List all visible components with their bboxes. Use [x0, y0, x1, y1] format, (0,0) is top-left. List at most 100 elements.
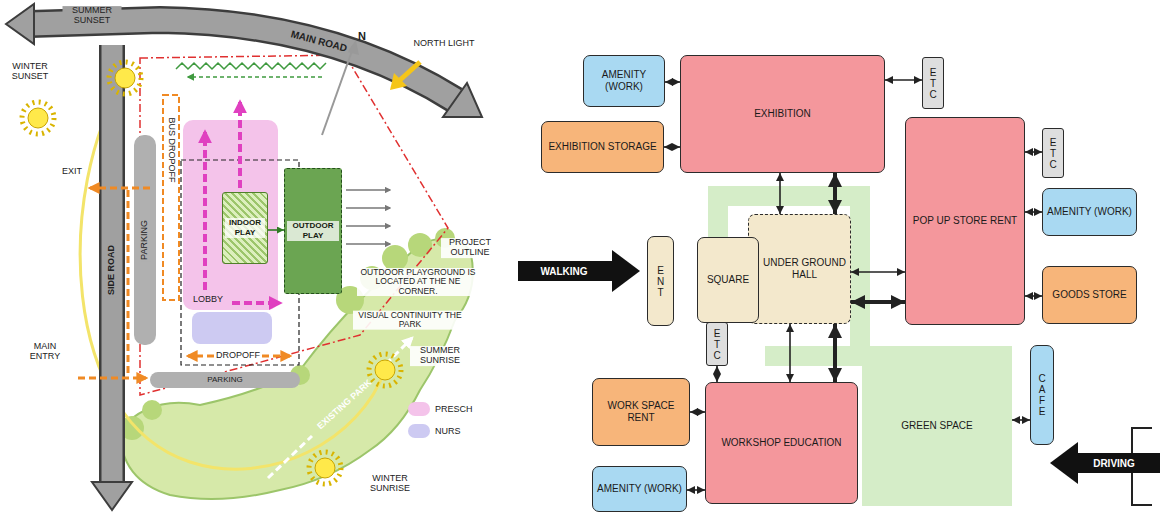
- approach-label: DRIVING: [1091, 458, 1137, 469]
- play-zone: INDOOR PLAY: [222, 192, 268, 264]
- access-label: DROPOFF: [214, 351, 262, 361]
- legend-swatch: [408, 402, 430, 416]
- legend: PRESCH NURS: [408, 402, 473, 438]
- parking-label: PARKING: [205, 376, 244, 385]
- amenity-box: AMENITY (WORK): [592, 466, 687, 512]
- square-box: SQUARE: [697, 237, 759, 323]
- note-label: VISUAL CONTINUITY THE PARK: [353, 311, 467, 330]
- view-arrows: [346, 190, 390, 244]
- note-label: PROJECT OUTLINE: [441, 238, 499, 258]
- connector-arrow: [716, 366, 718, 382]
- walking-arrow: [518, 250, 640, 292]
- node-text: WORK SPACE RENT: [597, 400, 685, 424]
- node-text: WORKSHOP EDUCATION: [721, 437, 841, 449]
- sun-symbol: [369, 354, 401, 386]
- node-text: ETC: [1048, 137, 1058, 170]
- legend-swatch: [408, 424, 430, 438]
- legend-text: PRESCH: [435, 404, 473, 414]
- entrance-box: ENT: [647, 236, 674, 326]
- sun-label: SUMMER SUNRISE: [410, 346, 470, 366]
- sun-symbol: [309, 452, 341, 484]
- parking-label: PARKING: [140, 218, 150, 262]
- connector-arrow: [885, 79, 922, 81]
- amenity-box: AMENITY (WORK): [1042, 188, 1137, 236]
- connector-arrow: [1012, 419, 1030, 421]
- node-text: SQUARE: [707, 274, 749, 286]
- connector-arrow: [789, 324, 791, 382]
- approach-label: WALKING: [538, 266, 589, 277]
- node-text: UNDER GROUND HALL: [763, 257, 846, 281]
- access-label: EXIT: [60, 167, 84, 177]
- dropoff-outline: [181, 160, 299, 365]
- circulation-arrows: [205, 102, 280, 303]
- hedge-arrow: [188, 76, 322, 78]
- sun-path: [80, 78, 385, 469]
- driving-arrow: [1050, 428, 1160, 505]
- orange-route: [78, 188, 290, 378]
- legend-item: NURS: [408, 424, 473, 438]
- side-road: [92, 45, 132, 510]
- connector-arrow: [268, 229, 284, 231]
- bus-dropoff-lane: [163, 95, 179, 300]
- connector-arrow: [851, 300, 905, 304]
- sun-symbol: [109, 62, 141, 94]
- preschool-area: [183, 120, 278, 310]
- node-text: AMENITY (WORK): [1047, 206, 1132, 218]
- note-label: NORTH LIGHT: [412, 39, 477, 49]
- node-text: GOODS STORE: [1052, 289, 1126, 301]
- connector-arrow: [665, 81, 680, 83]
- node-text: EXHIBITION STORAGE: [548, 141, 656, 153]
- play-zone: OUTDOOR PLAY: [284, 168, 342, 294]
- program-box: EXHIBITION: [680, 55, 885, 173]
- connector-arrow: [1025, 211, 1042, 213]
- road-label: SIDE ROAD: [107, 243, 117, 297]
- support-box: WORK SPACE RENT: [592, 378, 690, 446]
- connector-arrow: [687, 489, 705, 491]
- etc-box: ETC: [922, 57, 944, 109]
- connector-arrow: [779, 173, 781, 214]
- north-light-arrow: [390, 62, 420, 90]
- node-text: ETC: [712, 328, 722, 361]
- connector-arrow: [833, 324, 837, 382]
- program-box: POP UP STORE RENT: [905, 117, 1025, 325]
- note-label: OUTDOOR PLAYGROUND IS LOCATED AT THE NE …: [357, 268, 479, 296]
- connector-arrow: [833, 173, 837, 214]
- legend-item: PRESCH: [408, 402, 473, 416]
- parking-strip: [150, 372, 300, 388]
- nursery-area: [192, 312, 272, 344]
- connector-arrow: [1025, 151, 1042, 153]
- node-text: POP UP STORE RENT: [913, 215, 1017, 227]
- etc-box: ETC: [706, 322, 728, 366]
- parking-strip: [134, 135, 156, 345]
- sun-label: WINTER SUNRISE: [358, 474, 422, 494]
- hedge-line: [176, 63, 326, 69]
- connector-arrow: [690, 411, 705, 413]
- program-box: WORKSHOP EDUCATION: [705, 382, 858, 504]
- access-label: BUS DROPOFF: [166, 115, 176, 184]
- support-box: EXHIBITION STORAGE: [541, 121, 664, 173]
- node-text: ENT: [656, 265, 666, 298]
- main-road: [6, 4, 482, 117]
- zone-label: LOBBY: [191, 295, 225, 305]
- connector-arrow: [1025, 295, 1042, 297]
- node-text: CAFE: [1037, 373, 1047, 417]
- sun-label: SUMMER SUNSET: [63, 6, 122, 26]
- hall-box: UNDER GROUND HALL: [748, 214, 851, 324]
- node-text: OUTDOOR PLAY: [287, 221, 339, 240]
- support-box: GOODS STORE: [1042, 266, 1137, 324]
- green-space: GREEN SPACE: [862, 346, 1012, 506]
- node-text: EXHIBITION: [754, 108, 811, 120]
- access-label: MAIN ENTRY: [17, 342, 73, 362]
- sun-symbol: [22, 102, 54, 134]
- north-label: N: [356, 30, 368, 42]
- node-text: ETC: [928, 67, 938, 100]
- connector-arrow: [851, 271, 905, 273]
- legend-text: NURS: [435, 426, 461, 436]
- node-text: AMENITY (WORK): [588, 69, 660, 93]
- amenity-box: CAFE: [1030, 345, 1054, 445]
- etc-box: ETC: [1042, 128, 1064, 178]
- node-text: GREEN SPACE: [901, 420, 973, 432]
- amenity-box: AMENITY (WORK): [583, 55, 665, 107]
- north-arrow: [322, 40, 359, 135]
- sun-label: WINTER SUNSET: [2, 62, 58, 82]
